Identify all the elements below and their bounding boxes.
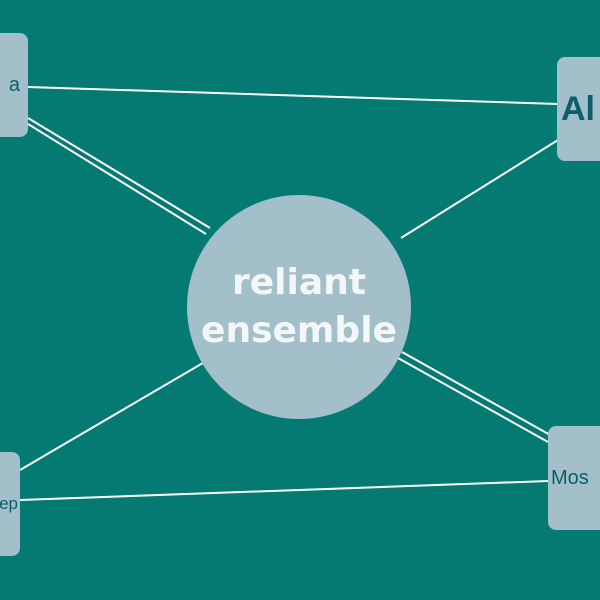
- center-node: reliant ensemble: [187, 195, 411, 419]
- node-top-right: Al: [557, 57, 600, 161]
- node-bottom-right-label: Mos: [551, 466, 589, 489]
- node-bottom-left: ep: [0, 452, 20, 556]
- node-bottom-left-label: ep: [0, 494, 18, 513]
- node-bottom-right: Mos: [548, 426, 600, 530]
- edge-center-to-bottom-right-b: [401, 351, 553, 437]
- node-top-left-label: a: [8, 73, 20, 96]
- center-label-line-2: ensemble: [201, 310, 397, 351]
- edge-top-left-to-center-a: [27, 117, 211, 229]
- center-label-line-1: reliant: [232, 262, 366, 303]
- edge-top-left-to-center-b: [27, 123, 207, 235]
- edge-top-right-to-center: [400, 139, 559, 239]
- edge-bottom-left-to-bottom-right: [19, 480, 549, 501]
- edge-center-to-bottom-right-a: [397, 357, 549, 443]
- edge-top-left-to-top-right: [27, 86, 559, 105]
- node-top-left: a: [0, 33, 28, 137]
- edge-bottom-left-to-center: [19, 359, 209, 471]
- node-top-right-label: Al: [561, 89, 595, 128]
